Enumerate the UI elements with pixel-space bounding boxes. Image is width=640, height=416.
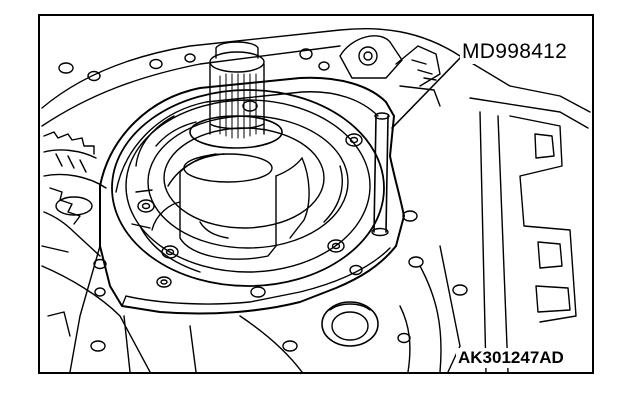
transmission-case — [41, 28, 591, 372]
special-tool-pin — [371, 112, 390, 237]
callout-leader-line — [391, 55, 463, 129]
output-seal — [321, 301, 379, 347]
oil-pump-flange — [99, 76, 405, 315]
tool-callout-label: MD998412 — [460, 40, 570, 64]
case-bolt-holes — [58, 48, 468, 352]
illustration-frame: MD998412 AK301247AD — [38, 14, 594, 374]
stator-hub — [131, 121, 310, 260]
case-lower-detail — [47, 305, 411, 372]
left-gear-assembly — [43, 131, 107, 257]
input-shaft — [189, 41, 283, 149]
oil-pump-installation-drawing — [41, 28, 591, 372]
oil-pump-body — [111, 89, 385, 287]
valve-body-bracket — [339, 35, 441, 107]
pump-bolt-holes — [137, 100, 363, 298]
figure-id-label: AK301247AD — [456, 348, 566, 368]
